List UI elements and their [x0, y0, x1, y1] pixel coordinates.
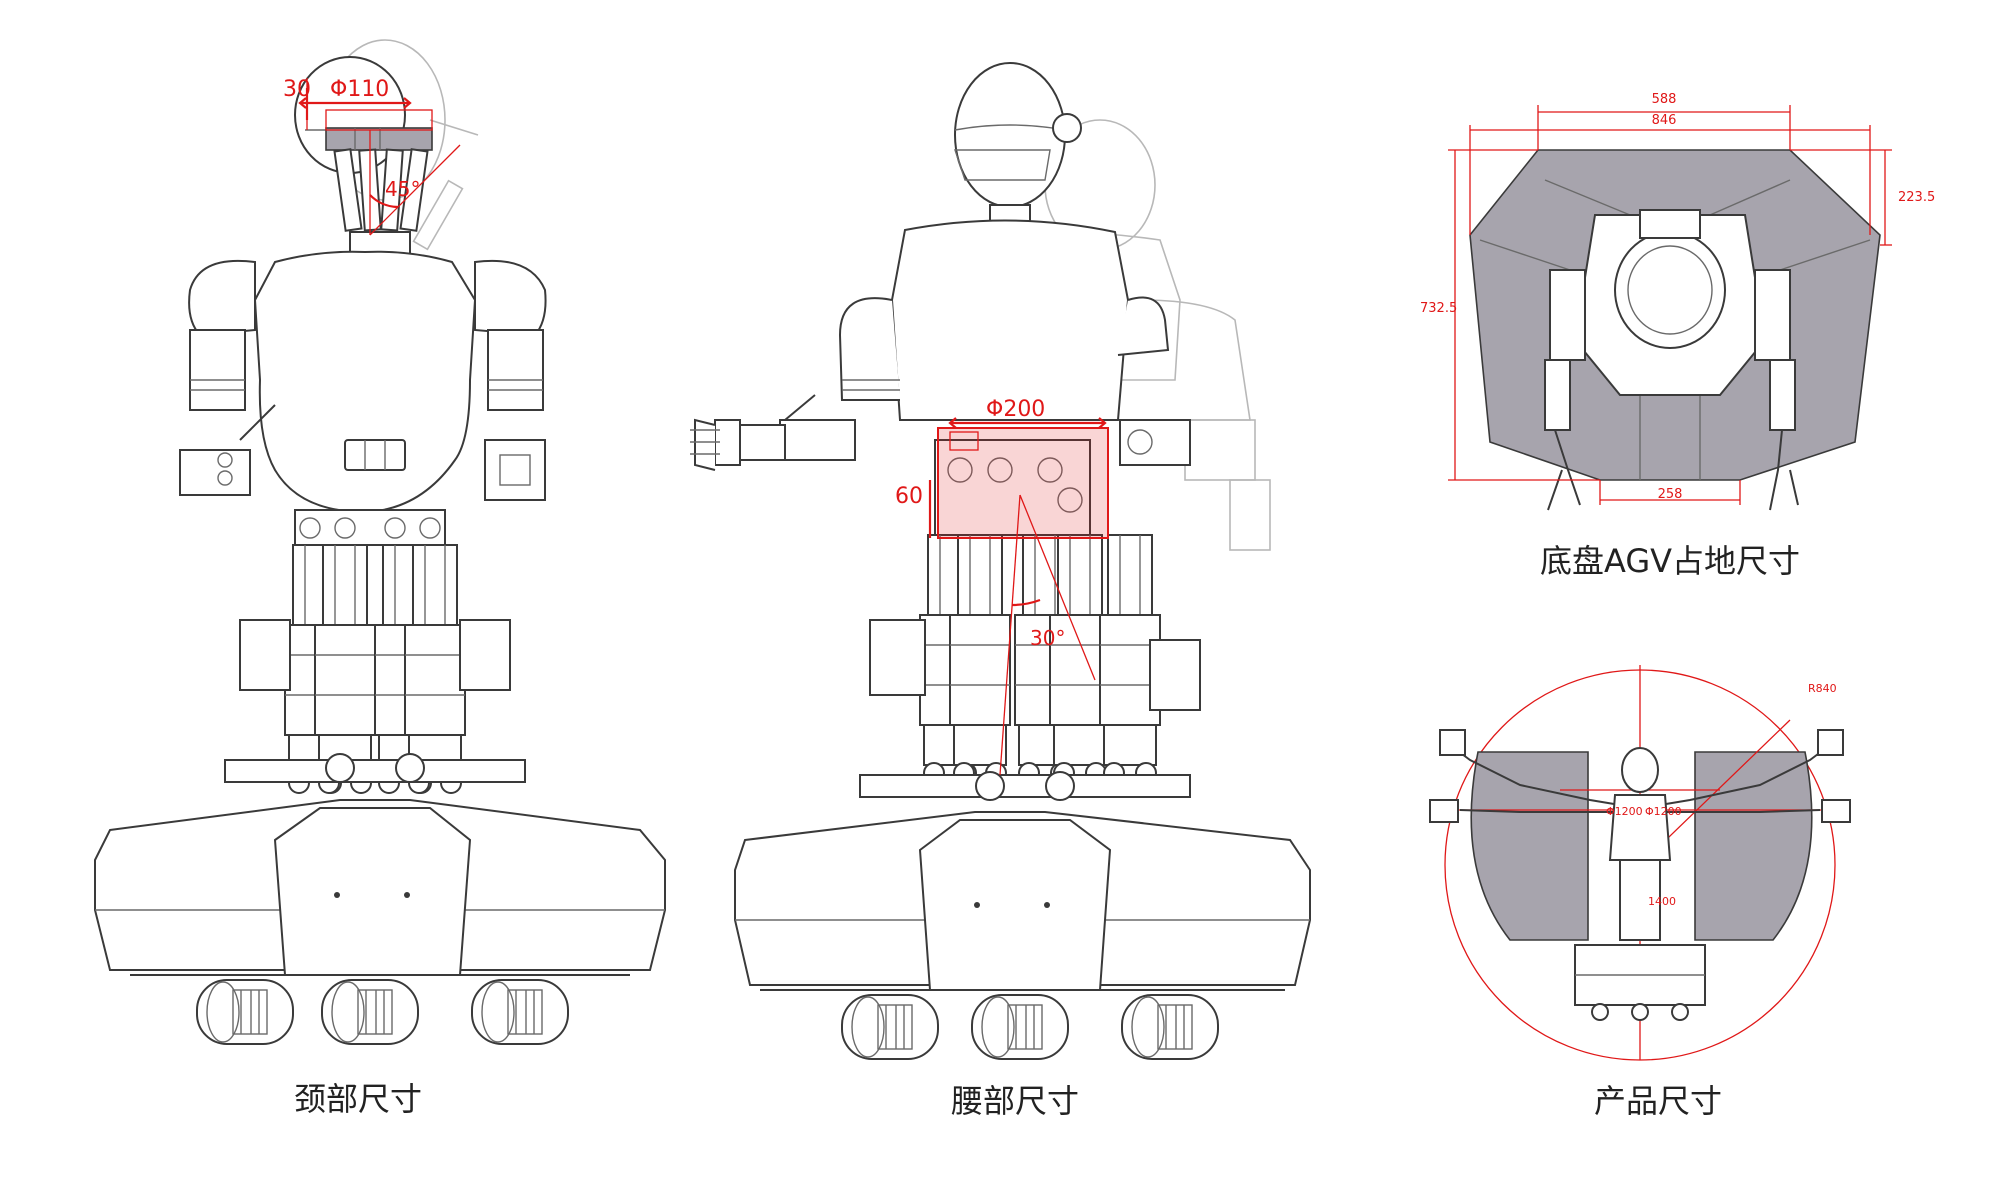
- neck-dimensions: [298, 78, 461, 236]
- agv-top-inner-label: 588: [1652, 92, 1677, 107]
- neck-offset-label: 30: [283, 77, 311, 102]
- neck-view-robot: 30 Φ110 45°: [94, 39, 666, 1045]
- neck-chest-panel: [344, 439, 406, 471]
- product-span-left-label: Φ1200: [1606, 805, 1643, 818]
- waist-block: [934, 439, 1091, 536]
- product-torso: [1608, 794, 1672, 861]
- neck-left-shoulder: [188, 259, 256, 337]
- product-radius-label: R840: [1808, 682, 1837, 695]
- waist-torso: [890, 219, 1130, 421]
- product-overall-view: R840 Φ1200 Φ1200 1400: [1429, 665, 1851, 1061]
- waist-dimensions: [928, 417, 1109, 776]
- waist-diameter-label: Φ200: [986, 397, 1045, 422]
- agv-side-left-label: 732.5: [1420, 301, 1457, 316]
- neck-diameter-label: Φ110: [330, 77, 389, 102]
- caption-waist: 腰部尺寸: [951, 1082, 1079, 1120]
- agv-footprint-view: 588 846 223.5 732.5 258: [1420, 92, 1935, 511]
- neck-left-hand: [179, 449, 251, 496]
- neck-right-shoulder: [474, 259, 547, 337]
- product-left-reach-area: [1470, 751, 1589, 941]
- waist-view-robot: Φ200 60 30°: [690, 62, 1311, 1060]
- caption-neck: 颈部尺寸: [294, 1080, 422, 1118]
- neck-angle-label: 45°: [385, 177, 420, 201]
- caption-product: 产品尺寸: [1594, 1082, 1722, 1120]
- product-right-reach-area: [1694, 751, 1813, 941]
- agv-top-outer-label: 846: [1652, 113, 1677, 128]
- product-span-right-label: Φ1200: [1645, 805, 1682, 818]
- agv-bottom-label: 258: [1658, 487, 1683, 502]
- caption-agv: 底盘AGV占地尺寸: [1540, 542, 1800, 580]
- waist-head: [954, 62, 1066, 208]
- neck-actuators: [333, 148, 429, 255]
- waist-angle-label: 30°: [1030, 626, 1065, 650]
- product-height-label: 1400: [1648, 895, 1676, 908]
- waist-height-label: 60: [895, 484, 923, 509]
- neck-torso: [253, 250, 477, 514]
- agv-dimensions: [1448, 105, 1892, 505]
- waist-left-arm: [690, 394, 856, 471]
- neck-right-hand: [484, 439, 546, 501]
- neck-eye-visor: [325, 127, 433, 151]
- agv-side-right-label: 223.5: [1898, 190, 1935, 205]
